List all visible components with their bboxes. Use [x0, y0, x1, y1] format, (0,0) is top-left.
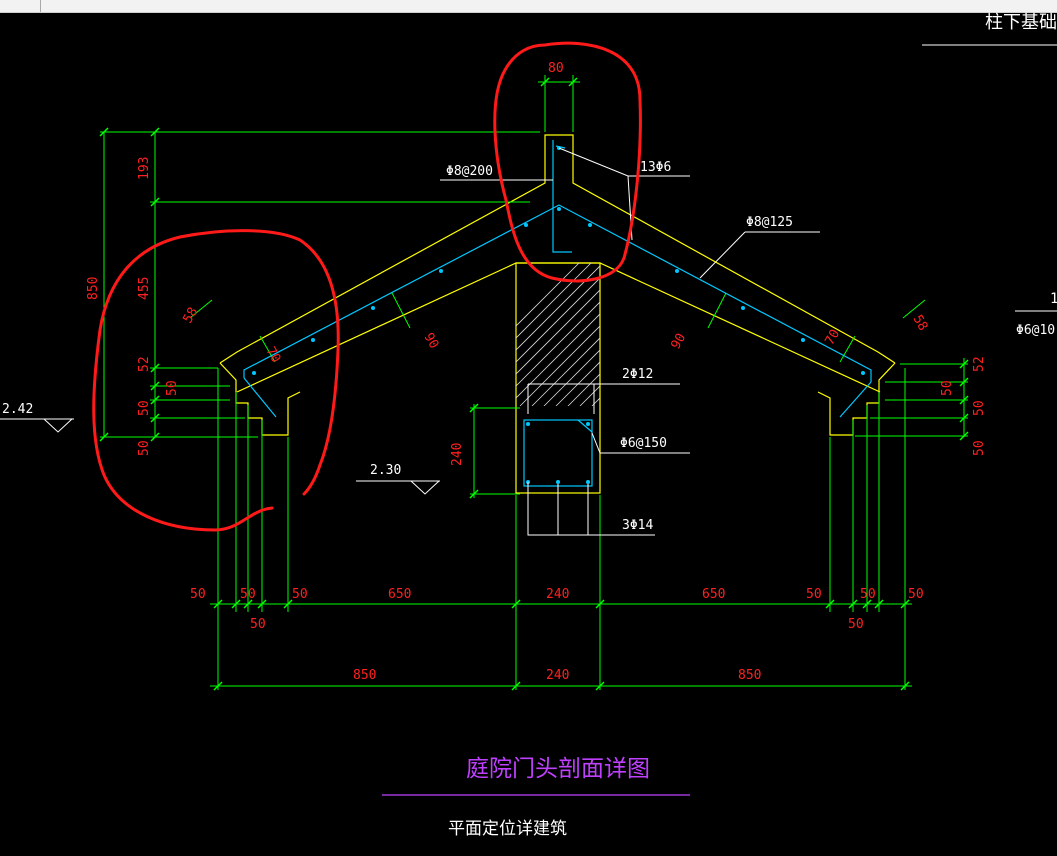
dim-bottom-50-f: 50 [860, 587, 876, 602]
markup-circle-ridge [493, 41, 642, 283]
red-markup-annotations [92, 41, 642, 532]
right-eave-rebar [839, 381, 872, 418]
right-fragment-a: 1 [1050, 291, 1057, 307]
dim-50-right-a: 50 [940, 380, 955, 396]
dim-52-left: 52 [137, 356, 152, 372]
dim-455: 455 [137, 277, 152, 300]
dim-bottom-650-right: 650 [702, 587, 725, 602]
dim-58-right: 58 [910, 313, 931, 334]
dim-50-right-b: 50 [972, 400, 987, 416]
beam-bottom-label: 3Φ14 [622, 518, 653, 533]
beam-stirrup [523, 419, 593, 487]
left-eave-rebar [243, 377, 277, 418]
dim-193: 193 [137, 157, 152, 180]
ridge-bars-label: 13Φ6 [640, 160, 671, 175]
dimension-numbers: 80 193 850 455 52 50 50 50 52 50 50 50 5… [86, 61, 987, 683]
dim-bottom-50-g: 50 [848, 617, 864, 632]
dim-52-right: 52 [972, 356, 987, 372]
ridge-rebar [552, 140, 572, 253]
window-tab-stub[interactable] [0, 0, 41, 12]
rebar-dots [252, 146, 865, 484]
dim-bottom-50-e: 50 [806, 587, 822, 602]
window-top-bar [0, 0, 1057, 13]
stirrup-left-label: Φ8@200 [446, 164, 493, 179]
dim-70-left: 70 [263, 345, 284, 366]
dim-bottom-50-d: 50 [292, 587, 308, 602]
dim-bottom-50-b: 50 [240, 587, 256, 602]
drawing-title-block: 庭院门头剖面详图 平面定位详建筑 [382, 756, 690, 839]
leader-lines [0, 147, 820, 536]
dim-top-80: 80 [548, 61, 564, 76]
rebar-labels: Φ8@200 13Φ6 Φ8@125 2Φ12 Φ6@150 3Φ14 2.42… [2, 160, 793, 533]
top-right-title-fragment: 柱下基础 [922, 12, 1057, 46]
beam-stirrup-hook [577, 419, 593, 433]
dimension-ticks [99, 77, 969, 691]
dim-bottom-50-a: 50 [190, 587, 206, 602]
dim-240-beam: 240 [450, 443, 465, 466]
roof-bottom-surface [236, 262, 881, 393]
right-edge-fragment: 1 Φ6@10 [1015, 291, 1057, 338]
right-eave-profile [817, 362, 896, 436]
dim-bottom-240: 240 [546, 587, 569, 602]
dim-90-right: 90 [668, 331, 689, 352]
dim-50-left-c: 50 [137, 440, 152, 456]
slab-rebar [243, 204, 872, 382]
dim-90-left: 90 [421, 331, 442, 352]
markup-circle-left-eave [92, 229, 340, 532]
drawing-subtitle: 平面定位详建筑 [448, 819, 567, 839]
roof-section-outline [219, 134, 896, 494]
dimension-lines [100, 75, 968, 690]
stirrup-right-label: Φ8@125 [746, 215, 793, 230]
dim-total-850-left: 850 [353, 668, 376, 683]
dim-bottom-650-left: 650 [388, 587, 411, 602]
beam-stirrup-label: Φ6@150 [620, 436, 667, 451]
dim-58-left: 58 [180, 305, 201, 326]
beam-top-label: 2Φ12 [622, 367, 653, 382]
dim-bottom-50-h: 50 [908, 587, 924, 602]
right-fragment-b: Φ6@10 [1016, 323, 1055, 338]
dim-850-vertical: 850 [86, 277, 101, 300]
roof-top-surface [219, 134, 896, 364]
drawing-title: 庭院门头剖面详图 [466, 756, 650, 782]
top-fragment-text: 柱下基础 [985, 12, 1057, 33]
center-beam [515, 262, 601, 494]
rebar-lines [243, 140, 872, 487]
dim-50-left-b: 50 [137, 400, 152, 416]
dim-total-240: 240 [546, 668, 569, 683]
dim-50-right-c: 50 [972, 440, 987, 456]
dim-50-left-a: 50 [165, 380, 180, 396]
beam-hatch [516, 263, 600, 406]
dim-70-right: 70 [822, 327, 843, 348]
dim-bottom-50-c: 50 [250, 617, 266, 632]
elevation-center-label: 2.30 [370, 463, 401, 478]
elevation-left-label: 2.42 [2, 402, 33, 417]
left-eave-profile [219, 362, 301, 436]
cad-drawing-canvas[interactable]: 柱下基础 1 Φ6@10 [0, 12, 1057, 856]
dim-total-850-right: 850 [738, 668, 761, 683]
